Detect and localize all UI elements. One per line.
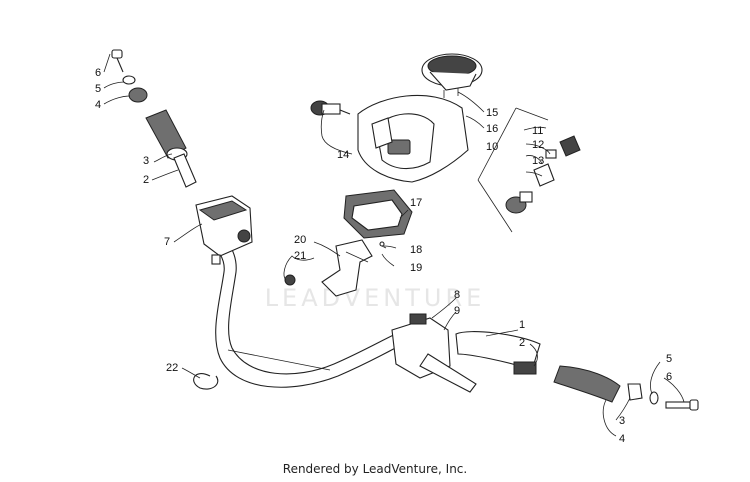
sleeve-2-right [513,361,537,375]
grommet-21 [284,274,296,286]
callout-18: 18 [410,244,422,256]
callout-1: 1 [519,319,525,331]
callout-8: 8 [454,289,460,301]
callout-labels: 6 5 4 3 2 7 14 15 16 10 11 12 13 17 18 1… [95,67,672,445]
grip-left [145,109,187,159]
callout-6-left: 6 [95,67,101,79]
callout-20: 20 [294,234,306,246]
callout-14: 14 [337,149,349,161]
throttle-tube-1 [455,331,541,371]
callout-11: 11 [532,125,543,137]
callout-16: 16 [486,123,498,135]
callout-15: 15 [486,107,498,119]
callout-2-right: 2 [519,337,525,349]
callout-5-left: 5 [95,83,101,95]
mount-bracket-20 [284,239,373,297]
callout-4-right: 4 [619,433,625,445]
accessory-switches [477,107,581,233]
washer-5-right [649,391,659,405]
screw-6-left [111,49,123,59]
callout-4-left: 4 [95,99,101,111]
callout-7: 7 [164,236,170,248]
callout-9: 9 [454,305,460,317]
console-16 [357,94,469,183]
callout-22: 22 [166,362,178,374]
callout-19: 19 [410,262,422,274]
switch-13 [533,163,555,187]
grip-right [553,365,621,403]
callout-12: 12 [532,139,544,151]
cover-9 [409,313,427,325]
bracket-17 [343,189,413,239]
footer-credit: Rendered by LeadVenture, Inc. [282,462,468,476]
ignition-switch-14 [310,100,351,116]
screw-18 [379,241,385,247]
end-cap-4-left [128,87,148,103]
callout-21: 21 [294,250,306,262]
meter-15 [421,53,483,98]
switch-11 [559,135,581,157]
right-control-assembly [391,313,699,411]
washer-5-left [122,75,136,85]
callout-3-right: 3 [619,415,625,427]
callout-6-right: 6 [666,371,672,383]
screw-6-right [665,401,691,409]
clip-22 [193,373,219,390]
leader-lines [103,53,685,437]
end-cap-4-right [627,383,643,401]
left-grip-assembly [111,49,253,265]
sleeve-2-left [173,153,197,188]
callout-3-left: 3 [143,155,149,167]
brake-lever [419,353,477,393]
callout-10: 10 [486,141,498,153]
callout-17: 17 [410,197,422,209]
callout-13: 13 [532,155,544,167]
callout-5-right: 5 [666,353,672,365]
callout-2-left: 2 [143,174,149,186]
